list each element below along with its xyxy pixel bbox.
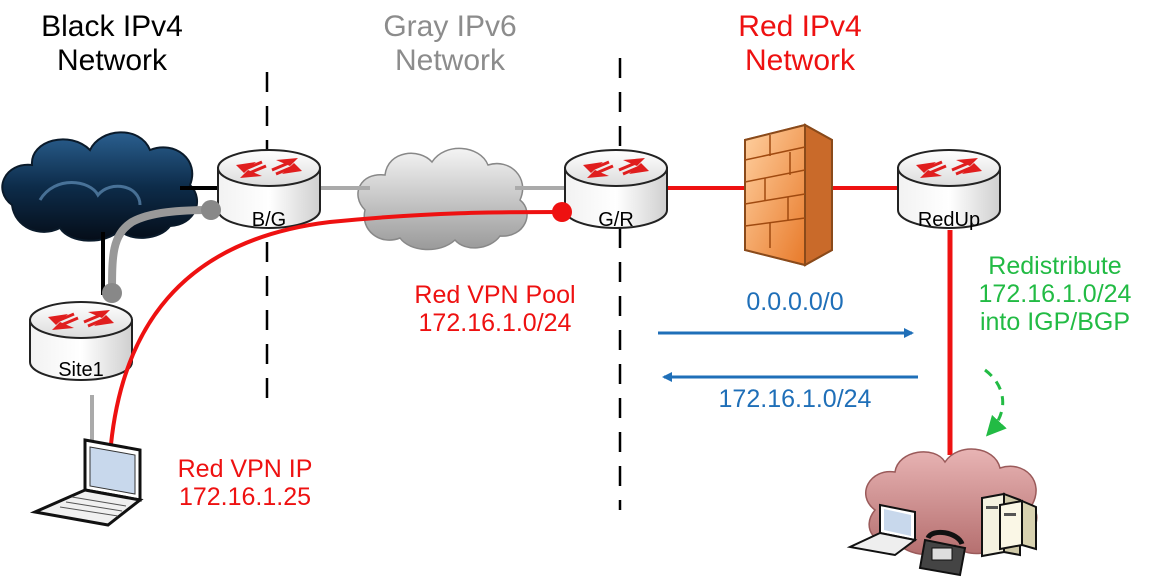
firewall-icon: [744, 123, 833, 267]
vpn-pool-label-line2: 172.16.1.0/24: [418, 309, 572, 337]
router-bg-label: B/G: [251, 209, 287, 231]
route-right-label: 0.0.0.0/0: [746, 288, 844, 316]
lan-server-icon: [981, 492, 1037, 558]
vpn-pool-label-line1: Red VPN Pool: [414, 281, 576, 309]
zone-title-black-line1: Black IPv4: [41, 10, 183, 43]
vpn-pool-label: Red VPN Pool 172.16.1.0/24: [385, 281, 605, 337]
redistribute-label: Redistribute 172.16.1.0/24 into IGP/BGP: [950, 252, 1160, 336]
zone-title-red-line2: Network: [744, 43, 856, 77]
vpn-ip-label-line1: Red VPN IP: [177, 455, 313, 483]
zone-title-black: Black IPv4 Network: [2, 10, 222, 77]
lan-laptop-icon: [846, 503, 918, 557]
redistribute-label-line2: 172.16.1.0/24: [978, 280, 1132, 308]
redistribute-label-line3: into IGP/BGP: [979, 308, 1131, 336]
zone-dividers: [265, 58, 622, 510]
red-lan-cloud-icon: [846, 448, 1038, 577]
zone-title-black-line2: Network: [56, 43, 168, 77]
zone-title-gray-line2: Network: [394, 43, 506, 77]
zone-title-gray-line1: Gray IPv6: [383, 10, 517, 43]
tunnel-endpoint-site1: [102, 283, 122, 303]
zone-title-red-line1: Red IPv4: [738, 10, 862, 43]
network-links: [90, 186, 953, 455]
route-left-label: 172.16.1.0/24: [718, 385, 872, 413]
tunnel-endpoint-bg: [201, 200, 221, 220]
redistribute-arrow: [984, 368, 1007, 437]
black-network-cloud-icon: [1, 131, 199, 242]
router-site1-label: Site1: [58, 359, 104, 381]
router-gr-label: G/R: [598, 209, 634, 231]
router-redup-icon: [897, 149, 1001, 229]
router-site1-icon: [29, 301, 133, 381]
vpn-ip-label-line2: 172.16.1.25: [178, 483, 312, 511]
gray-tunnel-line: [108, 206, 215, 299]
red-vpn-tunnel-line: [108, 210, 563, 456]
laptop-icon: [29, 438, 144, 527]
vpn-endpoint-gr: [552, 202, 572, 222]
gray-network-cloud-icon: [357, 147, 528, 251]
router-redup-label: RedUp: [917, 209, 981, 231]
redistribute-label-line1: Redistribute: [988, 252, 1122, 280]
router-bg-icon: [217, 149, 321, 229]
lan-phone-icon: [918, 529, 967, 577]
zone-title-red: Red IPv4 Network: [690, 10, 910, 77]
vpn-ip-label: Red VPN IP 172.16.1.25: [140, 455, 350, 511]
zone-title-gray: Gray IPv6 Network: [340, 10, 560, 77]
router-gr-icon: [564, 149, 668, 229]
